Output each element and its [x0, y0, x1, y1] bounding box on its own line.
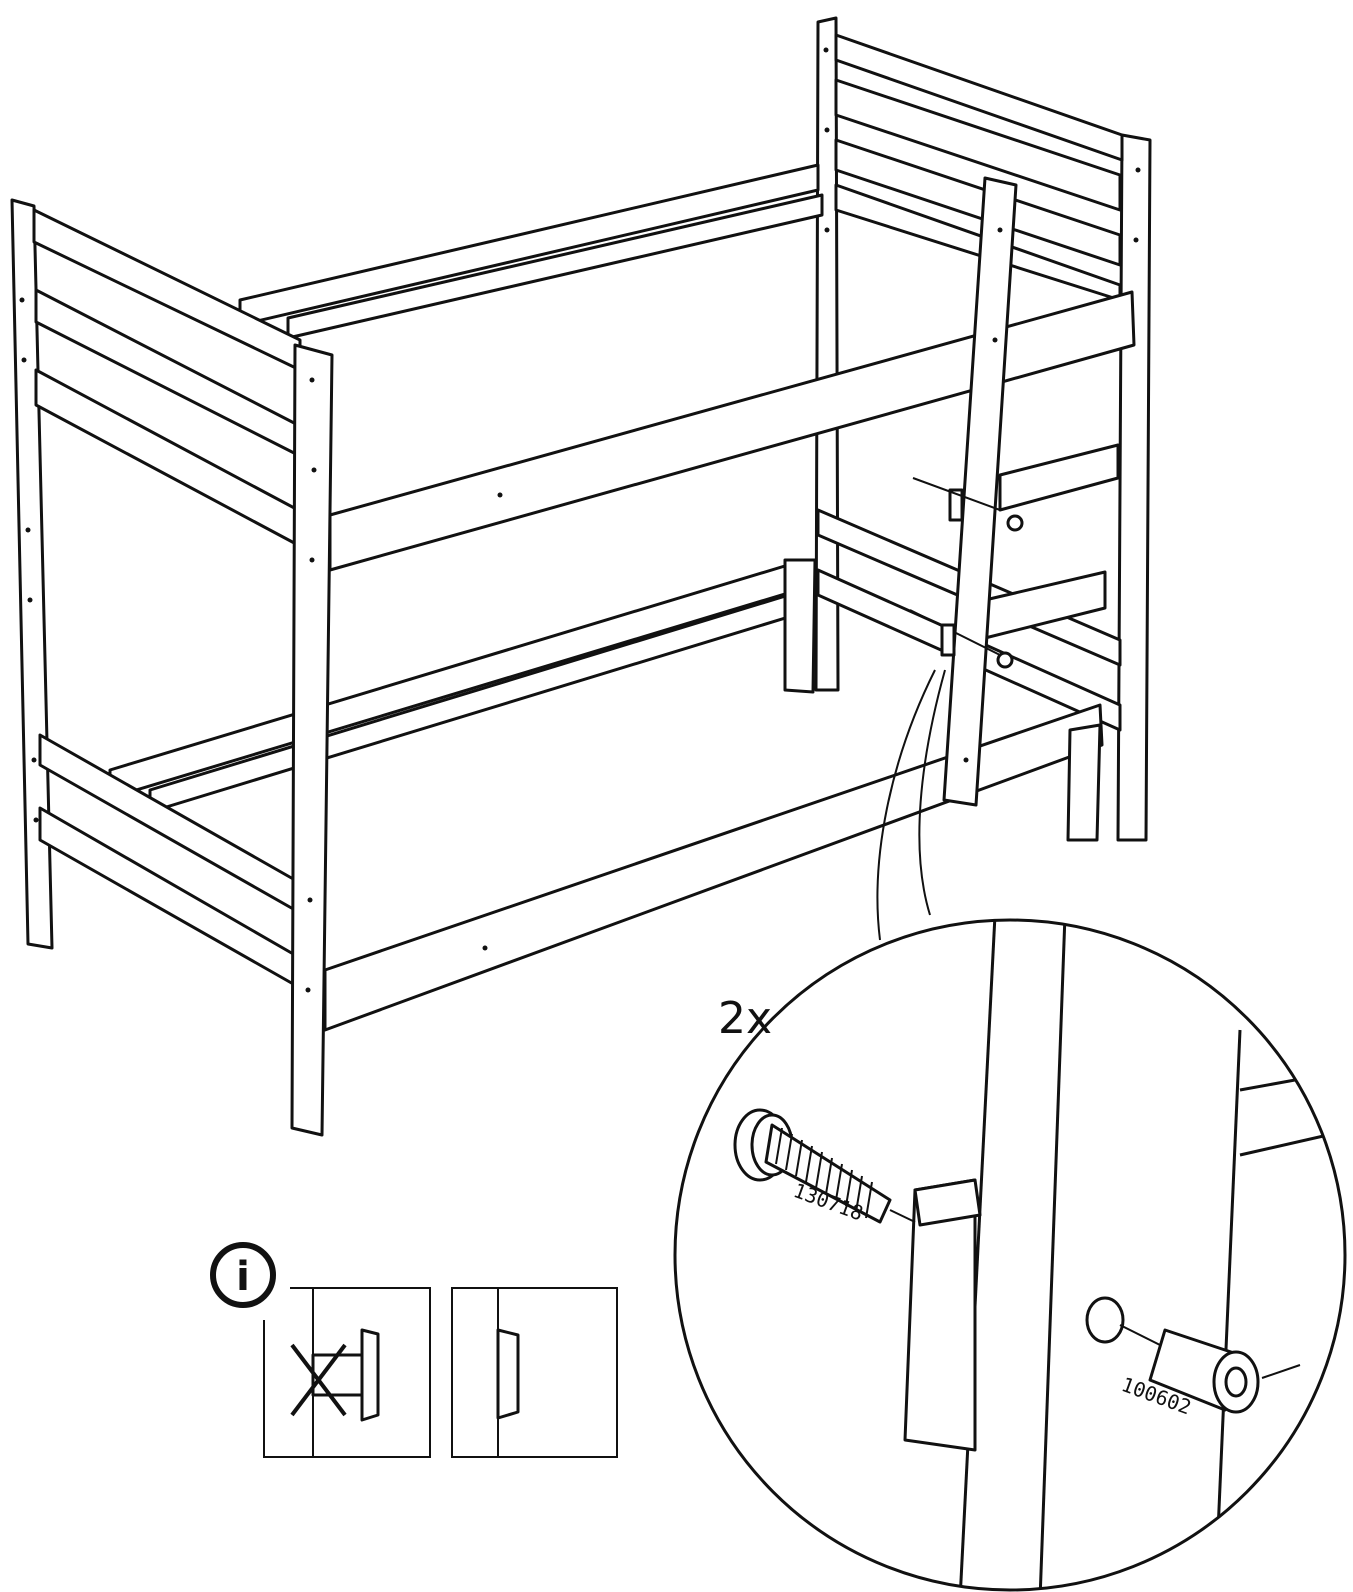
upper-slat-ledge	[286, 193, 824, 340]
incorrect-orientation-panel	[263, 1287, 431, 1458]
detail-circle	[673, 918, 1347, 1592]
front-head-slat-top	[32, 208, 302, 372]
cross-mark-icon	[290, 1343, 347, 1417]
ladder-rail	[942, 176, 1018, 807]
back-head-slat-top	[834, 33, 1124, 162]
front-right-post	[290, 343, 334, 1137]
back-head-slat-3	[834, 138, 1122, 267]
lower-slat-ledge	[148, 588, 807, 814]
screw-holes	[19, 47, 1141, 993]
upper-back-side-rail	[238, 163, 820, 327]
back-right-leg	[783, 558, 817, 694]
barrel-nut-100602-icon	[1085, 1296, 1301, 1414]
lower-back-side-rail	[108, 560, 800, 800]
correct-orientation-panel	[451, 1287, 618, 1458]
callout-tail	[876, 669, 946, 941]
back-head-slat-2	[834, 78, 1122, 212]
info-icon: i	[210, 1242, 276, 1308]
far-right-leg	[1066, 723, 1102, 842]
ladder-fasteners	[909, 477, 1024, 669]
quantity-label: 2x	[718, 993, 772, 1044]
front-head-slat-3	[34, 368, 300, 547]
info-section: i	[210, 1242, 618, 1458]
ladder	[942, 176, 1120, 807]
bolt-130718-icon	[733, 1108, 916, 1224]
bunk-bed	[10, 16, 1152, 1137]
detail-magnifier: 130718 100602	[673, 918, 1347, 1592]
ladder-rung-1	[998, 443, 1120, 512]
svg-text:i: i	[236, 1254, 250, 1300]
